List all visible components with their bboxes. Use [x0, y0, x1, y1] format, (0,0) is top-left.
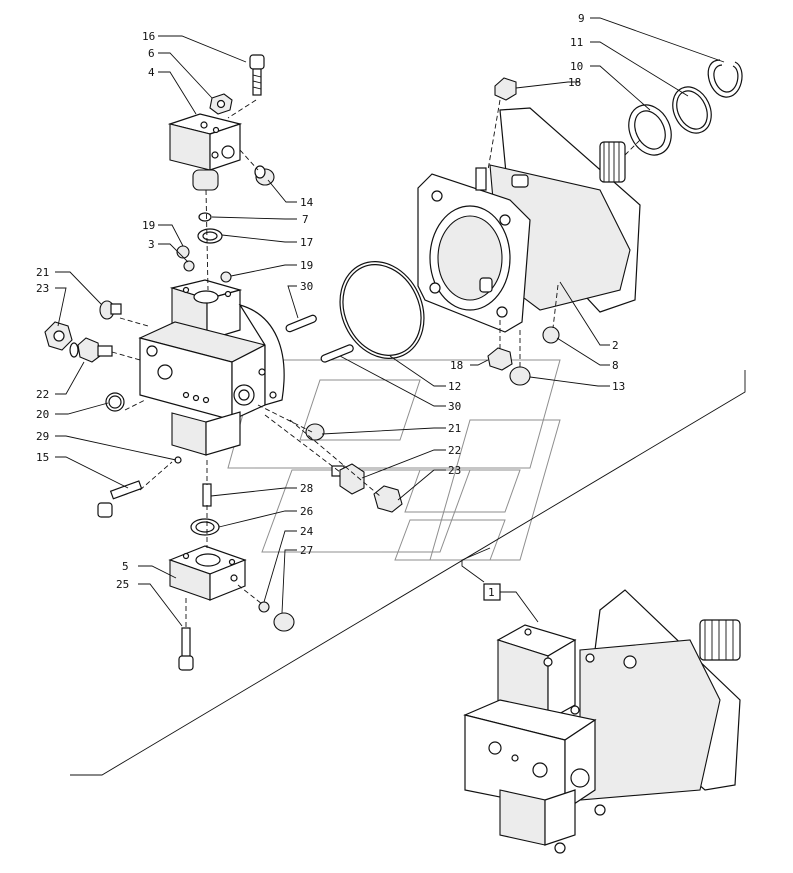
- pin-30-lower: [320, 344, 354, 363]
- snap-ring-9: [707, 59, 743, 98]
- bolt-28: [202, 483, 212, 507]
- cap-23-right: [373, 485, 403, 513]
- callout-8: 8: [612, 359, 619, 372]
- callout-4: 4: [148, 66, 155, 79]
- seal-10: [628, 104, 672, 156]
- screw-25: [178, 627, 194, 671]
- callout-16: 16: [142, 30, 155, 43]
- callout-19-right: 19: [300, 259, 313, 272]
- seal-17: [197, 228, 223, 244]
- separator-line: [70, 370, 746, 776]
- plug-13: [509, 366, 531, 386]
- callout-5: 5: [122, 560, 129, 573]
- callout-12: 12: [448, 380, 461, 393]
- callout-24: 24: [300, 525, 314, 538]
- plug-19-left: [176, 245, 190, 259]
- callout-1: 1: [488, 586, 495, 599]
- plug-27: [273, 612, 295, 632]
- callout-22-left: 22: [36, 388, 49, 401]
- callout-7: 7: [302, 213, 309, 226]
- plug-19-right: [220, 271, 232, 283]
- plug-8: [542, 326, 560, 344]
- pin-30-upper: [285, 314, 317, 333]
- callout-21-right: 21: [448, 422, 461, 435]
- screw-15: [97, 480, 143, 518]
- callout-10: 10: [570, 60, 583, 73]
- assembled-motor-view: [463, 589, 741, 854]
- seal-26: [190, 518, 220, 536]
- callout-30-upper: 30: [300, 280, 313, 293]
- valve-block-4: [167, 113, 243, 191]
- callout-3: 3: [148, 238, 155, 251]
- seal-20: [105, 392, 125, 412]
- plug-21-right: [305, 423, 325, 441]
- callout-13: 13: [612, 380, 625, 393]
- callout-25: 25: [116, 578, 129, 591]
- reference-box-1: [483, 583, 501, 601]
- callout-28: 28: [300, 482, 313, 495]
- callout-14: 14: [300, 196, 314, 209]
- callout-20: 20: [36, 408, 49, 421]
- leader-lines: [55, 17, 725, 627]
- callout-22-right: 22: [448, 444, 461, 457]
- plug-14: [254, 165, 275, 186]
- callout-29: 29: [36, 430, 49, 443]
- callout-23-right: 23: [448, 464, 461, 477]
- nut-18-lower: [487, 347, 513, 371]
- ring-11: [672, 86, 712, 134]
- o-ring-7: [198, 212, 212, 222]
- callout-6: 6: [148, 47, 155, 60]
- flange-block-5: [168, 545, 247, 601]
- callout-17: 17: [300, 236, 313, 249]
- plug-21-left: [99, 300, 122, 320]
- callout-11: 11: [570, 36, 583, 49]
- motor-housing-2: [417, 107, 641, 333]
- screw-16: [249, 54, 265, 96]
- callout-9: 9: [578, 12, 585, 25]
- plug-3: [183, 260, 195, 272]
- valve-housing: [138, 279, 285, 456]
- callout-27: 27: [300, 544, 313, 557]
- plug-24: [258, 601, 270, 613]
- callout-2: 2: [612, 339, 619, 352]
- o-ring-12: [339, 261, 425, 359]
- callout-30-lower: 30: [448, 400, 461, 413]
- watermark-logo: [227, 359, 561, 561]
- callout-labels: 16 6 4 14 7 17 19 3 19 21 23 30 22 20 29…: [36, 12, 625, 599]
- callout-15: 15: [36, 451, 49, 464]
- callout-23-left: 23: [36, 282, 49, 295]
- callout-18-top: 18: [568, 76, 581, 89]
- nut-18-top: [494, 77, 517, 101]
- callout-18-lower: 18: [450, 359, 463, 372]
- callout-19-left: 19: [142, 219, 155, 232]
- nut-6: [209, 93, 233, 115]
- callout-21-left: 21: [36, 266, 49, 279]
- callout-26: 26: [300, 505, 313, 518]
- fitting-22-left: [69, 337, 113, 363]
- centre-lines: [111, 99, 641, 628]
- cap-23-left: [44, 321, 73, 351]
